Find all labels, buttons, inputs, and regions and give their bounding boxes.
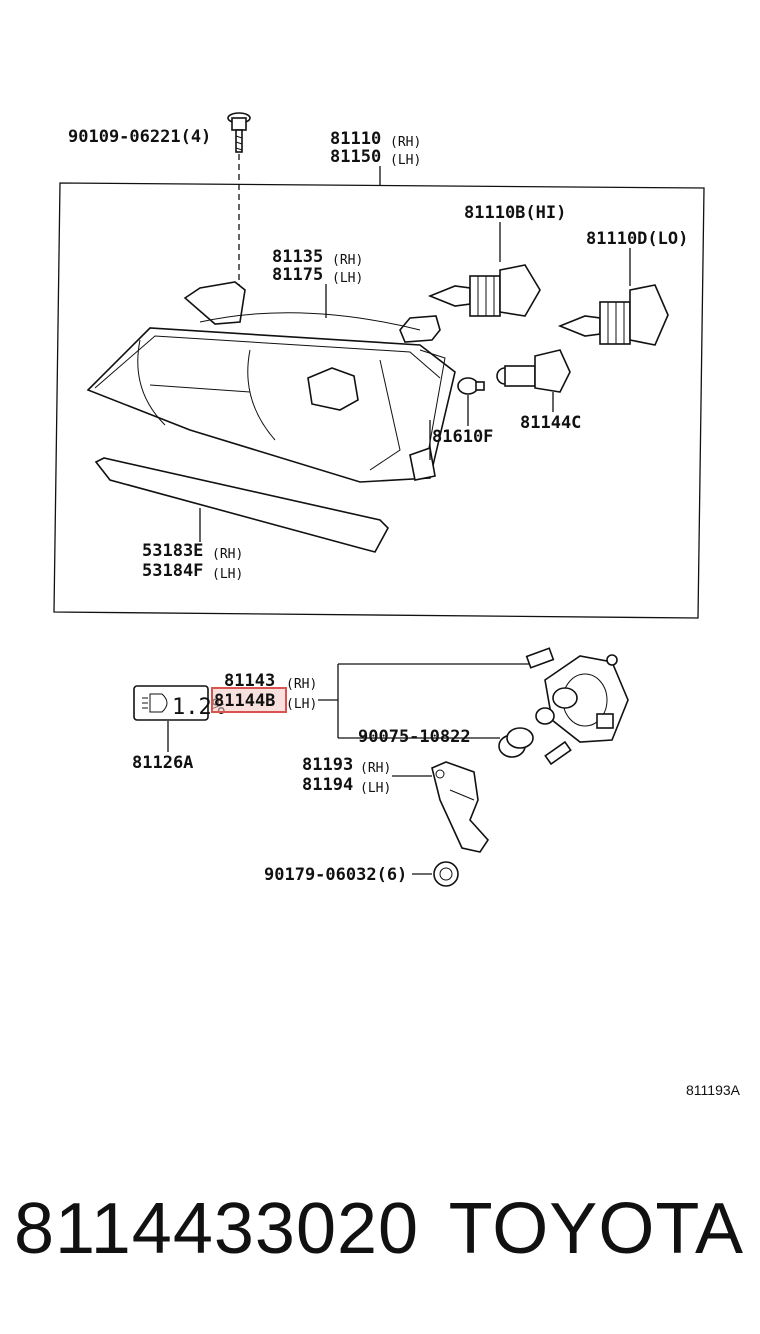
leveling-motor-icon <box>525 647 629 766</box>
callout-bracket-lh[interactable]: 81194 <box>302 775 353 795</box>
socket-icon <box>496 349 571 393</box>
callout-bracket-lh-suffix: (LH) <box>360 781 391 796</box>
callout-unit-lh-suffix: (LH) <box>390 153 421 168</box>
molding-strip-icon <box>94 457 389 553</box>
callout-housing-rh[interactable]: 81135 <box>272 247 323 267</box>
bulb-hi-icon <box>427 264 541 317</box>
bulb-lo-icon <box>557 284 669 346</box>
footer: 8114433020 TOYOTA <box>14 1188 754 1278</box>
highlight-box <box>211 687 287 713</box>
callout-label-part[interactable]: 81126A <box>132 753 193 773</box>
callout-screw[interactable]: 90109-06221(4) <box>68 127 211 147</box>
assembly-frame <box>53 182 705 619</box>
callout-unit-rh-suffix: (RH) <box>390 135 421 150</box>
leveling-label-icon <box>133 685 209 721</box>
callout-leveling-lh[interactable]: 81144B <box>214 691 275 711</box>
nut-icon <box>498 727 534 758</box>
callout-molding-lh-suffix: (LH) <box>212 567 243 582</box>
callout-leveling-rh[interactable]: 81143 <box>224 671 275 691</box>
callout-unit-lh[interactable]: 81150 <box>330 147 381 167</box>
headlamp-housing-icon <box>86 281 456 483</box>
callout-bracket-rh[interactable]: 81193 <box>302 755 353 775</box>
callout-molding-rh-suffix: (RH) <box>212 547 243 562</box>
callout-nut[interactable]: 90075-10822 <box>358 727 471 747</box>
image-code: 811193A <box>686 1082 740 1098</box>
callout-housing-lh-suffix: (LH) <box>332 271 363 286</box>
callout-housing-lh[interactable]: 81175 <box>272 265 323 285</box>
callout-housing-rh-suffix: (RH) <box>332 253 363 268</box>
callout-molding-lh[interactable]: 53184F <box>142 561 203 581</box>
callout-leveling-rh-suffix: (RH) <box>286 677 317 692</box>
callout-bolt[interactable]: 90179-06032(6) <box>264 865 407 885</box>
callout-bulb-lo[interactable]: 81110D(LO) <box>586 229 688 249</box>
brand-name: TOYOTA <box>448 1189 744 1269</box>
callout-small-bulb[interactable]: 81610F <box>432 427 493 447</box>
screw-icon <box>227 112 251 153</box>
callout-molding-rh[interactable]: 53183E <box>142 541 203 561</box>
callout-bracket-rh-suffix: (RH) <box>360 761 391 776</box>
bolt-icon <box>433 861 459 887</box>
bracket-icon <box>431 761 490 853</box>
small-bulb-icon <box>457 377 485 395</box>
callout-unit-rh[interactable]: 81110 <box>330 129 381 149</box>
callout-leveling-lh-suffix: (LH) <box>286 697 317 712</box>
callout-socket[interactable]: 81144C <box>520 413 581 433</box>
callout-bulb-hi[interactable]: 81110B(HI) <box>464 203 566 223</box>
part-number: 8114433020 <box>14 1189 420 1269</box>
